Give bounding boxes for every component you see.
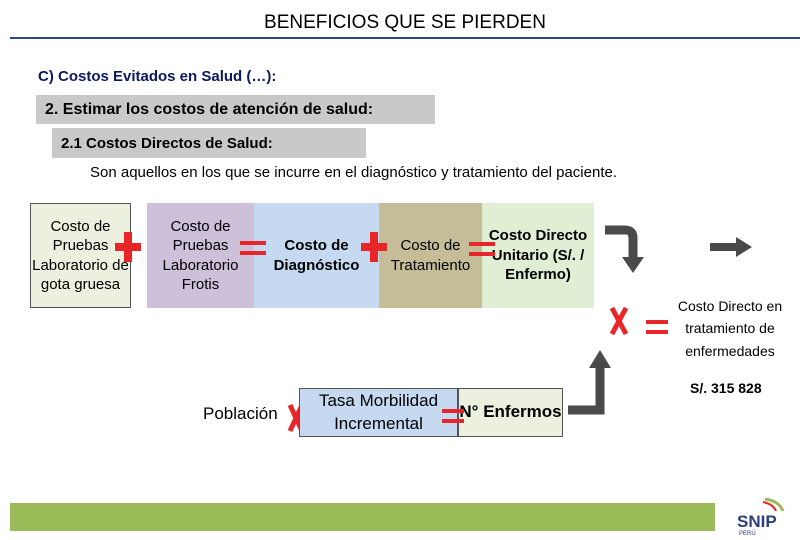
step-2-heading: 2. Estimar los costos de atención de sal… <box>36 95 435 124</box>
result-amount: S/. 315 828 <box>690 380 762 396</box>
numero-enfermos-label: N° Enfermos <box>459 402 562 422</box>
page-title: BENEFICIOS QUE SE PIERDEN <box>264 12 546 33</box>
snip-logo: SNIP PERÚ <box>737 497 785 537</box>
plus-icon <box>361 232 387 262</box>
step-2-1-heading: 2.1 Costos Directos de Salud: <box>52 128 366 158</box>
right-arrow-icon <box>710 237 752 257</box>
numero-enfermos-box: N° Enfermos <box>458 388 563 437</box>
curved-arrow-down-icon <box>605 225 644 273</box>
description-text: Son aquellos en los que se incurre en el… <box>90 164 617 181</box>
logo-text: SNIP <box>737 512 777 531</box>
plus-icon <box>115 232 141 262</box>
title-underline <box>10 37 800 39</box>
cost-gota-gruesa-box: Costo de Pruebas Laboratorio de gota gru… <box>30 203 131 308</box>
section-subheading: C) Costos Evitados en Salud (…): <box>38 68 277 85</box>
cost-tratamiento-box: Costo de Tratamiento <box>379 203 482 308</box>
cost-frotis-label: Costo de Pruebas Laboratorio Frotis <box>162 217 239 294</box>
multiply-icon <box>609 306 629 336</box>
cost-tratamiento-label: Costo de Tratamiento <box>390 237 471 274</box>
cost-directo-unitario-box: Costo Directo Unitario (S/. / Enfermo) <box>482 203 594 308</box>
equals-icon <box>646 320 668 334</box>
cost-diagnostico-label: Costo de Diagnóstico <box>273 237 360 274</box>
poblacion-label: Población <box>203 404 278 423</box>
footer-bar <box>10 503 715 531</box>
tasa-morbilidad-label: Tasa Morbilidad Incremental <box>318 391 439 433</box>
equals-icon <box>442 409 464 423</box>
equals-icon <box>240 241 266 255</box>
tasa-morbilidad-box: Tasa Morbilidad Incremental <box>299 388 458 437</box>
cost-gota-gruesa-label: Costo de Pruebas Laboratorio de gota gru… <box>32 217 129 294</box>
result-label: Costo Directo en tratamiento de enfermed… <box>677 298 783 359</box>
logo-subtext: PERÚ <box>739 530 756 537</box>
cost-directo-unitario-label: Costo Directo Unitario (S/. / Enfermo) <box>488 227 588 284</box>
cost-diagnostico-box: Costo de Diagnóstico <box>254 203 379 308</box>
cost-frotis-box: Costo de Pruebas Laboratorio Frotis <box>147 203 254 308</box>
curved-arrow-up-icon <box>568 350 611 415</box>
equals-icon <box>469 242 495 256</box>
